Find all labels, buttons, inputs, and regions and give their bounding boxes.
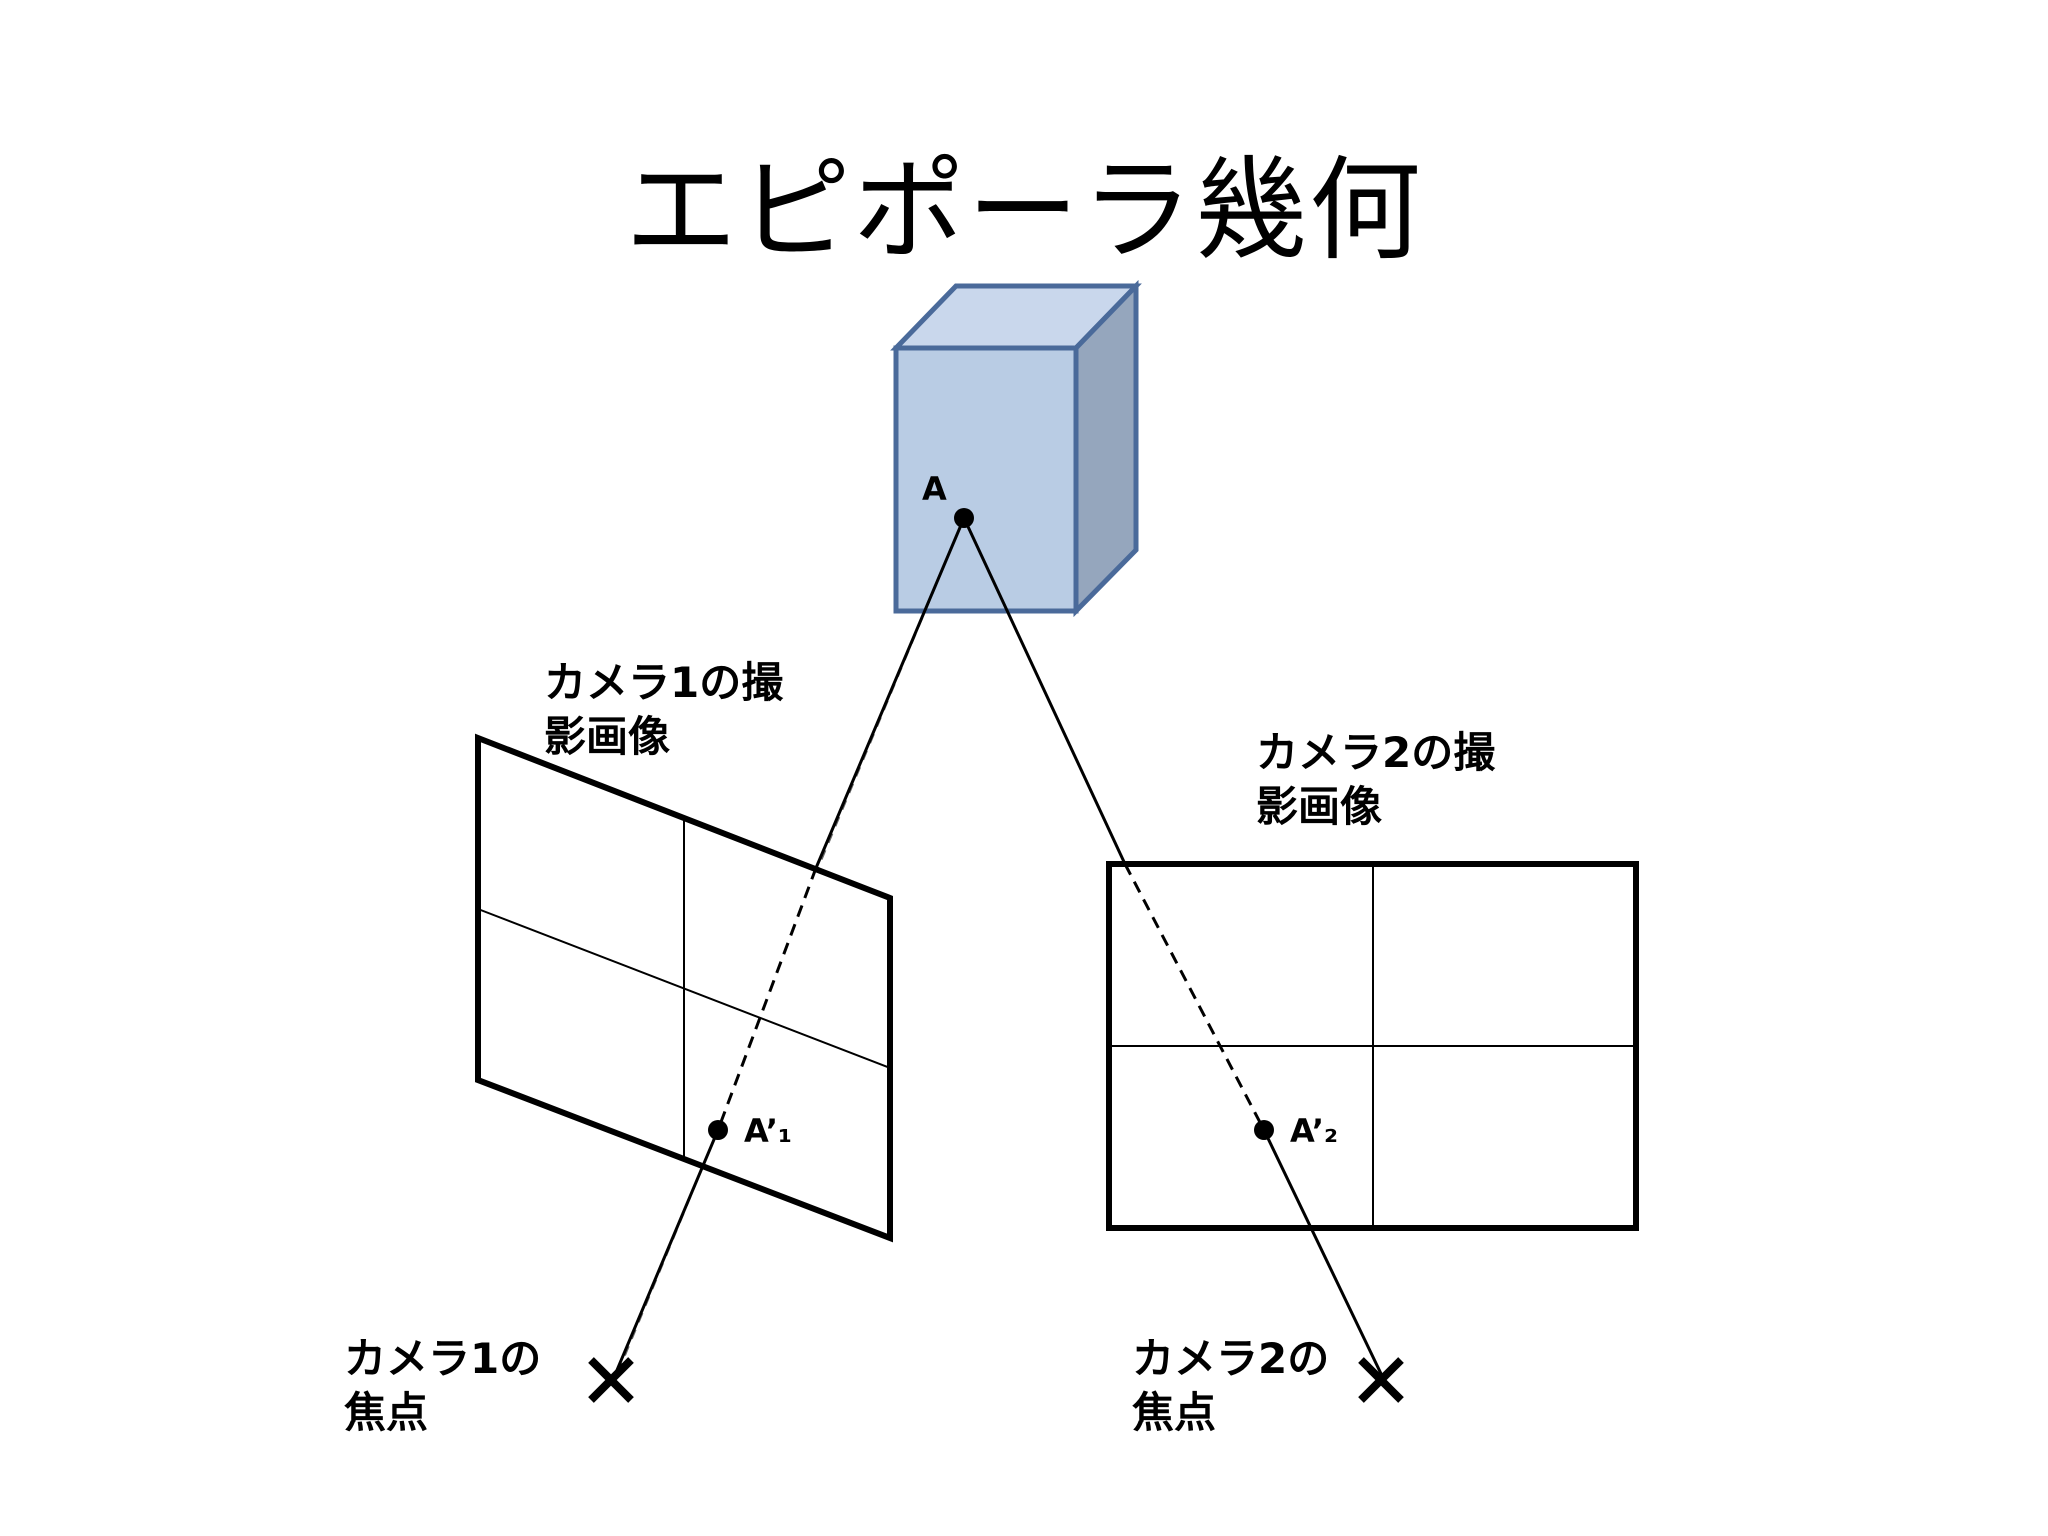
point-a2-label: A’₂ <box>1290 1112 1338 1150</box>
camera1-focus-label: カメラ1の 焦点 <box>344 1334 542 1437</box>
camera2-image-plane <box>1106 861 1639 1231</box>
camera2-focus-label: カメラ2の 焦点 <box>1132 1334 1330 1437</box>
point-a1-marker <box>708 1120 728 1140</box>
cube-object <box>890 279 1142 618</box>
camera1-image-plane <box>475 733 893 1243</box>
projection-ray-camera1 <box>610 517 966 1383</box>
point-a2-marker <box>1254 1120 1274 1140</box>
camera2-image-label: カメラ2の撮 影画像 <box>1256 728 1496 831</box>
focal-point-cross-icon <box>588 1357 634 1403</box>
point-a-marker <box>954 508 974 528</box>
projection-ray-camera2 <box>962 517 1387 1383</box>
camera1-image-label: カメラ1の撮 影画像 <box>544 658 784 761</box>
page-title: エピポーラ幾何 <box>625 146 1423 276</box>
point-a1-label: A’₁ <box>744 1112 792 1150</box>
point-a-label: A <box>922 470 947 508</box>
focal-point-cross-icon <box>1358 1357 1404 1403</box>
